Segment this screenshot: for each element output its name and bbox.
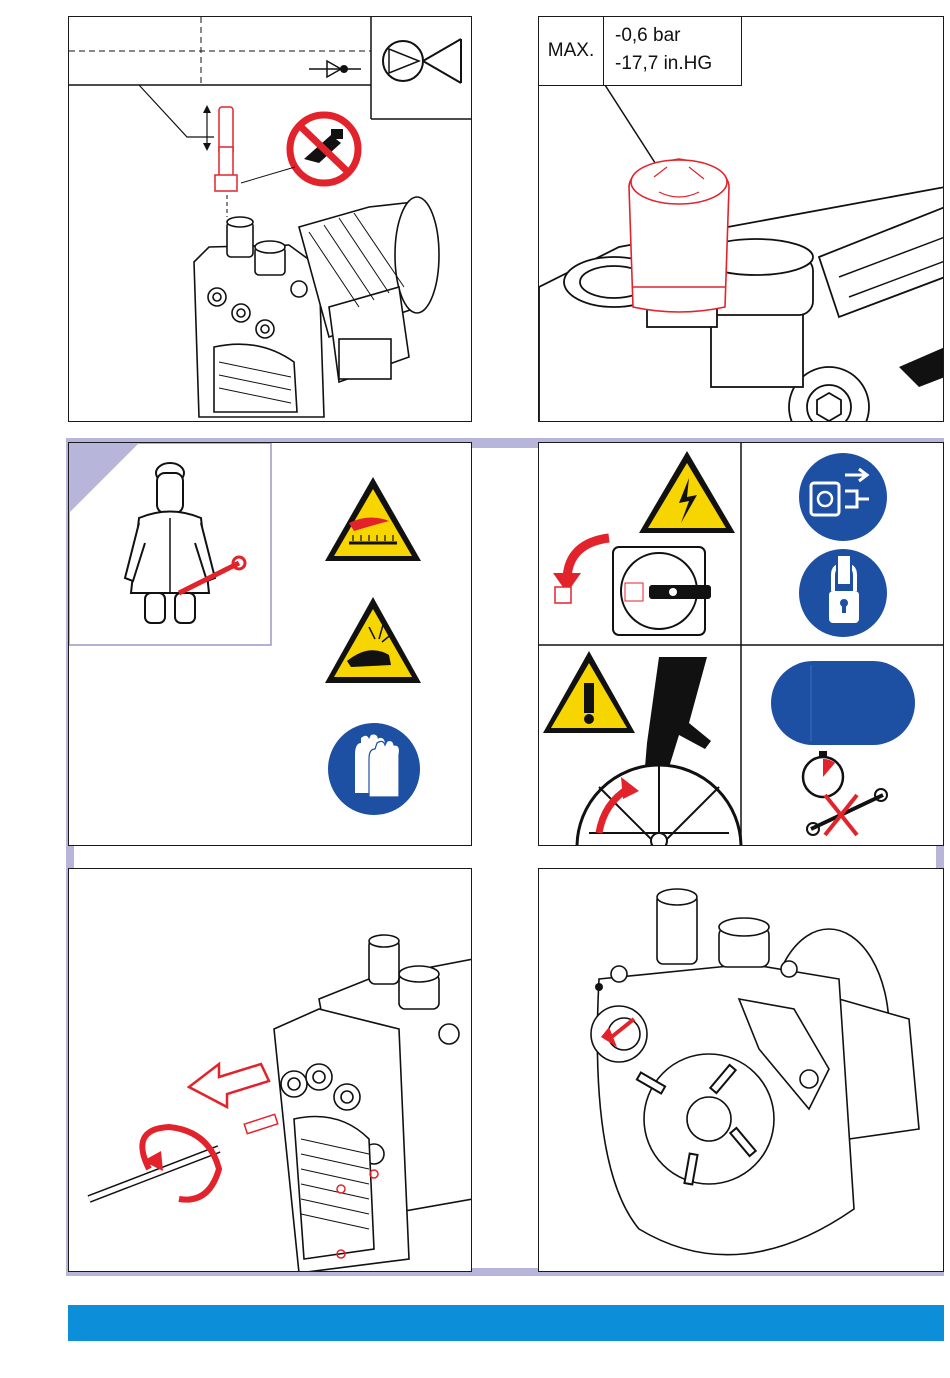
lockout-illustration [539,443,944,846]
hollow-arrow-out [189,1064,269,1107]
panel-technician-safety [68,442,472,846]
max-pressure-inhg: -17,7 in.HG [615,53,712,75]
panel-remove-cover [68,868,472,1272]
panel-pump-inlet [68,16,472,422]
pump-inlet-illustration [69,17,472,422]
no-oil-prohibition-icon [290,115,358,183]
technician-safety-illustration [69,443,472,846]
mandatory-blank-sign [771,661,915,745]
panel-relief-valve: MAX. -0,6 bar -17,7 in.HG [538,16,944,422]
panel-lockout-wait [538,442,944,846]
hot-surface-warning-icon [325,477,421,561]
remove-cover-illustration [69,869,472,1272]
electric-shock-warning-icon [639,451,735,533]
relief-valve-cap [629,159,729,312]
check-valve-icon [309,61,361,77]
pump-vanes-illustration [539,869,944,1272]
vacuum-pump-symbol-icon [383,39,461,83]
wear-gloves-icon [328,723,420,815]
hand-injury-warning-icon [325,597,421,683]
wait-timer-icon [803,751,843,797]
panel-pump-vanes [538,868,944,1272]
max-pressure-box: MAX. -0,6 bar -17,7 in.HG [539,17,742,86]
general-danger-warning-icon [543,651,635,733]
pump-body-illustration [194,197,439,417]
footer-bar [68,1305,944,1341]
main-switch-icon [613,547,711,635]
max-label: MAX. [539,17,604,85]
lock-out-icon [799,549,887,637]
disconnect-mains-icon [799,453,887,541]
max-pressure-bar: -0,6 bar [615,25,680,47]
bolt-and-tool [89,1114,278,1199]
